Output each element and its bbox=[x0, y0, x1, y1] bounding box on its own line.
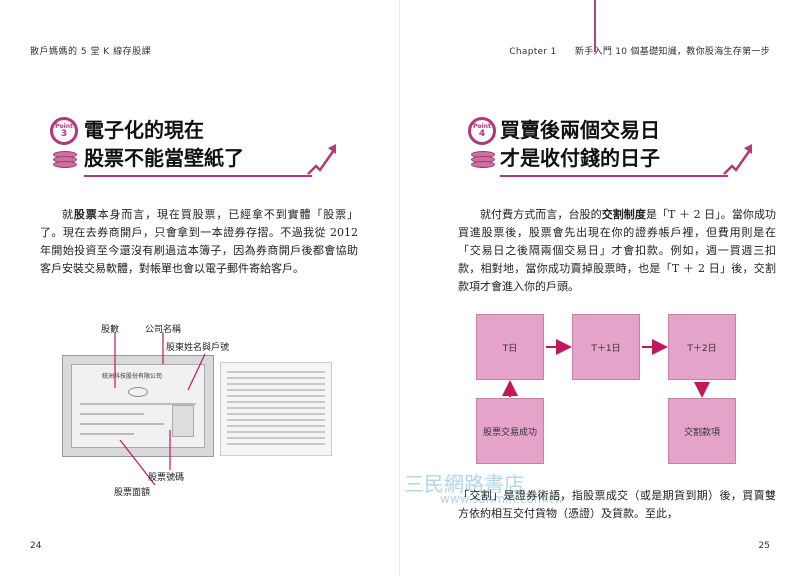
certificate-company-name: 統洲科技股份有限公司 bbox=[102, 373, 163, 380]
stock-ledger-image bbox=[220, 362, 332, 456]
callout-serial-number: 股票號碼 bbox=[148, 473, 185, 483]
section-title-line2: 股票不能當壁紙了 bbox=[84, 146, 244, 170]
point-number: 3 bbox=[60, 129, 68, 139]
section-title-line2: 才是收付錢的日子 bbox=[500, 146, 660, 170]
flow-box-trade-success: 股票交易成功 bbox=[476, 398, 544, 464]
flow-arrows bbox=[502, 339, 710, 398]
point-label: Point bbox=[55, 123, 73, 130]
page-number-left: 24 bbox=[30, 541, 42, 551]
chapter-header: Chapter 1 新手入門 10 個基礎知識，教你股海生存第一步 bbox=[509, 44, 770, 57]
section-title-line1: 電子化的現在 bbox=[84, 118, 204, 142]
body-text-post: 本身而言，現在買股票，已經拿不到實體「股票」了。現在去券商開戶，只會拿到一本證券… bbox=[40, 208, 358, 275]
chapter-title: 新手入門 10 個基礎知識，教你股海生存第一步 bbox=[574, 47, 770, 57]
body-text-post: 是「T ＋ 2 日」。當你成功買進股票後，股票會先出現在你的證券帳戶裡，但費用則… bbox=[458, 208, 777, 293]
left-page: 散戶媽媽的 5 堂 K 線存股課 Point 3 電子化的現在 股票不能當壁紙了… bbox=[30, 47, 358, 551]
callout-holder-name: 股東姓名與戶號 bbox=[166, 343, 230, 353]
certificate-seal-icon bbox=[128, 387, 148, 397]
flow-box-settlement: 交割款項 bbox=[668, 398, 736, 464]
header-divider bbox=[594, 0, 596, 52]
body-text-bold: 股票 bbox=[73, 208, 98, 221]
body-text-bold: 交割制度 bbox=[601, 208, 646, 221]
title-underline bbox=[84, 175, 312, 177]
body-text-pre: 就 bbox=[62, 208, 74, 221]
point-badge: Point 4 bbox=[468, 117, 496, 145]
watermark-text: 三民網路書店 bbox=[404, 472, 524, 496]
point-number: 4 bbox=[478, 129, 486, 139]
body-text-pre: 就付費方式而言，台股的 bbox=[480, 208, 602, 221]
book-title-header: 散戶媽媽的 5 堂 K 線存股課 bbox=[30, 47, 152, 57]
coin-stack-icon bbox=[53, 151, 77, 168]
callout-face-value: 股票面額 bbox=[114, 488, 151, 498]
title-underline bbox=[500, 175, 728, 177]
right-body-paragraph: 就付費方式而言，台股的交割制度是「T ＋ 2 日」。當你成功買進股票後，股票會先… bbox=[458, 206, 776, 296]
callout-shares: 股數 bbox=[101, 325, 120, 335]
point-badge: Point 3 bbox=[50, 117, 78, 145]
right-body-paragraph-2: 「交割」是證券術語，指股票成交（或是期貨到期）後，買賣雙方依約相互交付貨物（憑證… bbox=[458, 489, 776, 520]
watermark-url: www.sanmin.com.tw bbox=[440, 492, 564, 506]
right-page: Chapter 1 新手入門 10 個基礎知識，教你股海生存第一步 Point … bbox=[400, 0, 800, 576]
trend-arrow-icon bbox=[723, 144, 752, 175]
flow-box-t-day: T日 bbox=[476, 314, 544, 380]
flow-box-t-plus-1: T＋1日 bbox=[572, 314, 640, 380]
book-spine bbox=[399, 0, 400, 576]
flow-box-t-plus-2: T＋2日 bbox=[668, 314, 736, 380]
coin-stack-icon bbox=[471, 151, 495, 168]
section-title-line1: 買賣後兩個交易日 bbox=[500, 118, 660, 142]
left-body-paragraph: 就股票本身而言，現在買股票，已經拿不到實體「股票」了。現在去券商開戶，只會拿到一… bbox=[40, 206, 358, 278]
chapter-label: Chapter 1 bbox=[509, 47, 557, 57]
page-number-right: 25 bbox=[758, 541, 770, 551]
callout-company-name: 公司名稱 bbox=[145, 325, 182, 335]
stock-certificate-image: 統洲科技股份有限公司 bbox=[62, 355, 214, 457]
point-label: Point bbox=[473, 123, 491, 130]
trend-arrow-icon bbox=[307, 144, 336, 175]
callout-lines bbox=[114, 332, 206, 486]
